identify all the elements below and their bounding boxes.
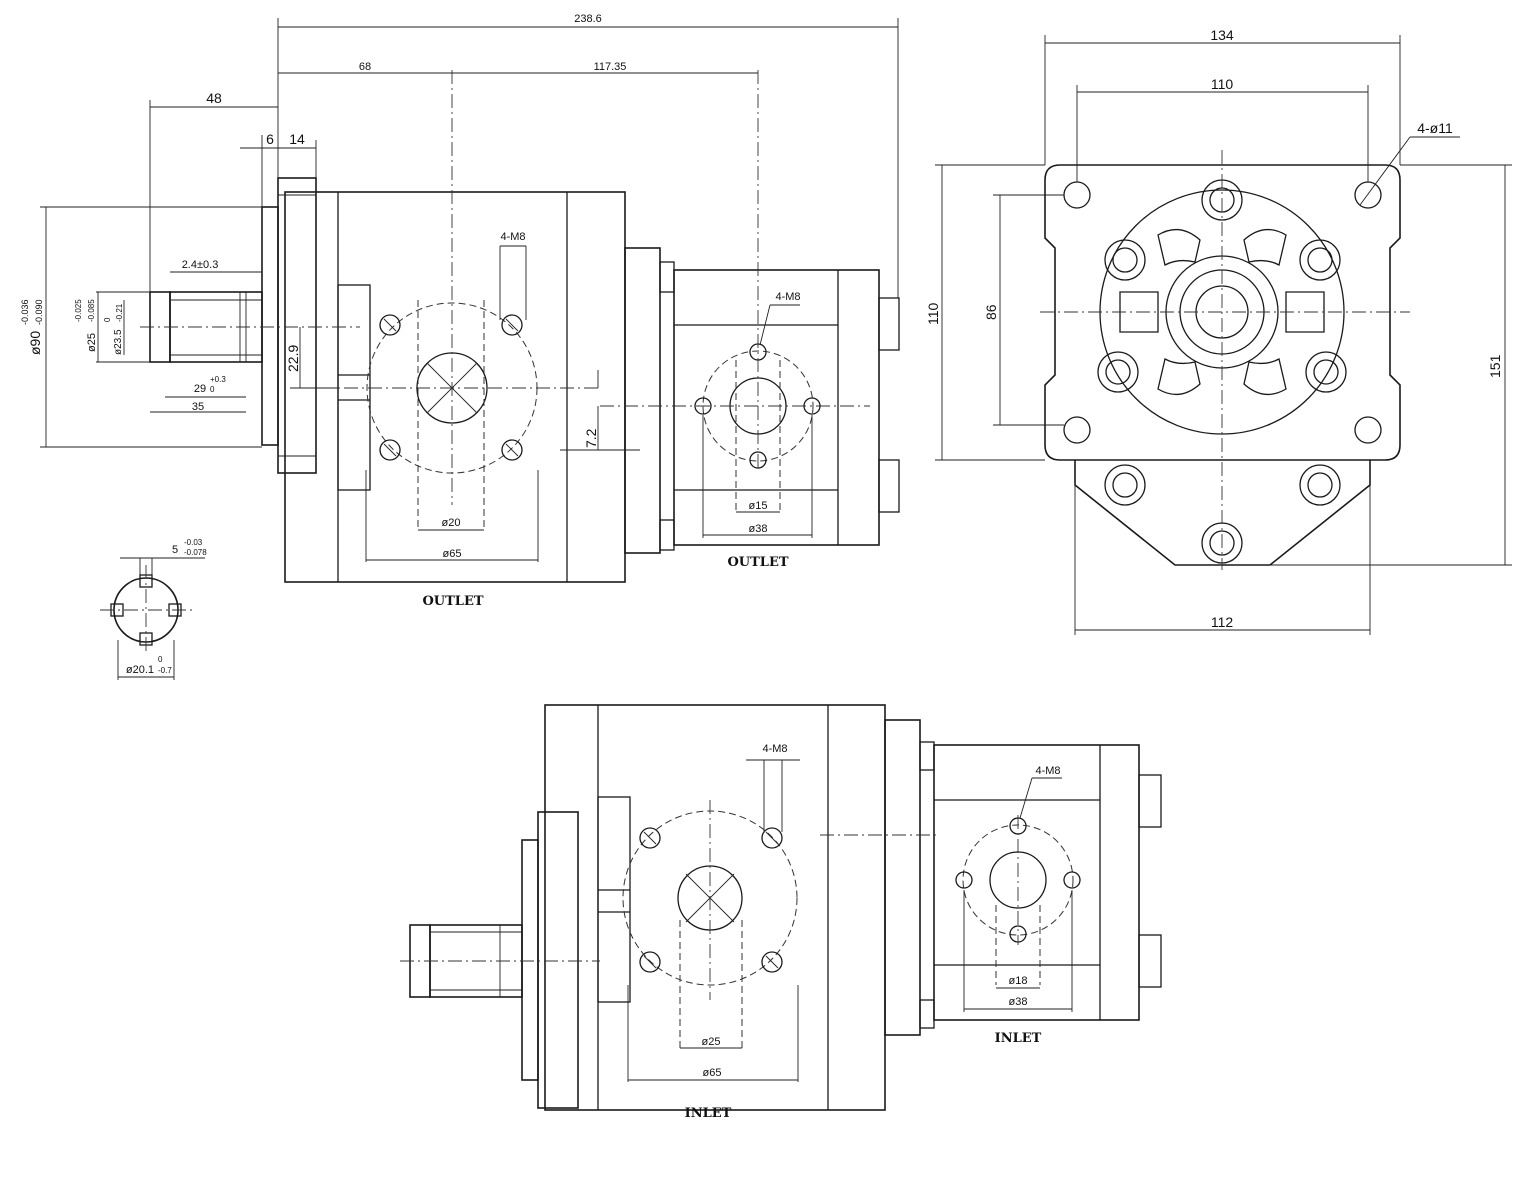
bottom-port1-bore: ø25	[702, 1036, 721, 1048]
port2-pcd: ø38	[749, 523, 768, 535]
spline-section: 5 -0.03 -0.078 ø20.1 0 -0.7	[100, 538, 207, 680]
bottom-port2-bolts-label: 4-M8	[1035, 765, 1060, 777]
bottom-port2-bore: ø18	[1009, 975, 1028, 987]
holes-callout: 4-ø11	[1417, 120, 1453, 136]
dim-minor-dia-tol-lower: -0.21	[115, 303, 124, 322]
bottom-port1-caption: INLET	[685, 1106, 732, 1121]
dim-pilot-dia-tol-lower: -0.090	[34, 299, 44, 325]
spline-dia-tol-lower: -0.7	[158, 666, 172, 675]
spline-dia-tol-upper: 0	[158, 655, 163, 664]
port1-caption: OUTLET	[422, 594, 483, 609]
dim-shaft-dia: ø25	[86, 333, 98, 352]
port1-pcd: ø65	[443, 548, 462, 560]
dim-body-height: 86	[983, 304, 999, 320]
dim-offset-a: 22.9	[285, 345, 301, 372]
bottom-port1-bolts-label: 4-M8	[762, 743, 787, 755]
dim-shaft-dia-tol-lower: -0.085	[87, 299, 96, 322]
front-view: 134 110 4-ø11 110 86 151 112	[925, 27, 1512, 635]
bottom-view: 4-M8 ø25 ø65 INLET 4-M8 ø18 ø38 INLET	[400, 704, 1162, 1121]
dim-spline-length: 29	[194, 383, 206, 395]
bottom-port2-pcd: ø38	[1009, 996, 1028, 1008]
dim-overall-length: 238.6	[574, 13, 602, 25]
dim-spline-length-tol-upper: +0.3	[210, 375, 226, 384]
port1-bolts-label: 4-M8	[500, 231, 525, 243]
dim-hole-spacing-v: 110	[925, 302, 941, 325]
dim-height-overall: 151	[1487, 354, 1503, 378]
dim-flange-thk-a: 6	[266, 131, 274, 147]
dim-spline-length-tol-lower: 0	[210, 385, 215, 394]
dim-pilot-dia-tol-upper: -0.036	[20, 299, 30, 325]
dim-flange-to-outlet1: 68	[359, 61, 371, 73]
dim-width-overall: 134	[1210, 27, 1234, 43]
dim-groove-width: 2.4±0.3	[182, 259, 219, 271]
dim-offset-b: 7.2	[583, 428, 599, 448]
dim-outlet1-to-outlet2: 117.35	[594, 61, 627, 73]
dim-pilot-dia: ø90	[27, 331, 43, 355]
port1-bore: ø20	[442, 517, 461, 529]
port2-caption: OUTLET	[727, 555, 788, 570]
spline-key-tol-upper: -0.03	[184, 538, 203, 547]
dim-shaft-dia-tol-upper: -0.025	[74, 299, 83, 322]
dim-minor-dia: ø23.5	[113, 329, 124, 355]
dim-flange-thk-b: 14	[289, 131, 305, 147]
port2-bore: ø15	[749, 500, 768, 512]
bottom-port1-pcd: ø65	[703, 1067, 722, 1079]
mount-holes	[1063, 181, 1382, 444]
dim-shaft-length: 48	[206, 90, 222, 106]
spline-key-width: 5	[172, 544, 178, 556]
port2-bolts-label: 4-M8	[775, 291, 800, 303]
spline-dia: ø20.1	[126, 664, 154, 676]
spline-key-tol-lower: -0.078	[184, 548, 207, 557]
dim-spline-length-total: 35	[192, 401, 204, 413]
dim-minor-dia-tol-upper: 0	[103, 317, 112, 322]
side-view: 238.6 68 117.35 48 6 14 2.4±0.3 29 +0.3 …	[20, 13, 900, 609]
dim-hole-spacing-h: 110	[1211, 76, 1234, 92]
bottom-port2-caption: INLET	[995, 1031, 1042, 1046]
dim-bottom-width: 112	[1211, 614, 1234, 630]
